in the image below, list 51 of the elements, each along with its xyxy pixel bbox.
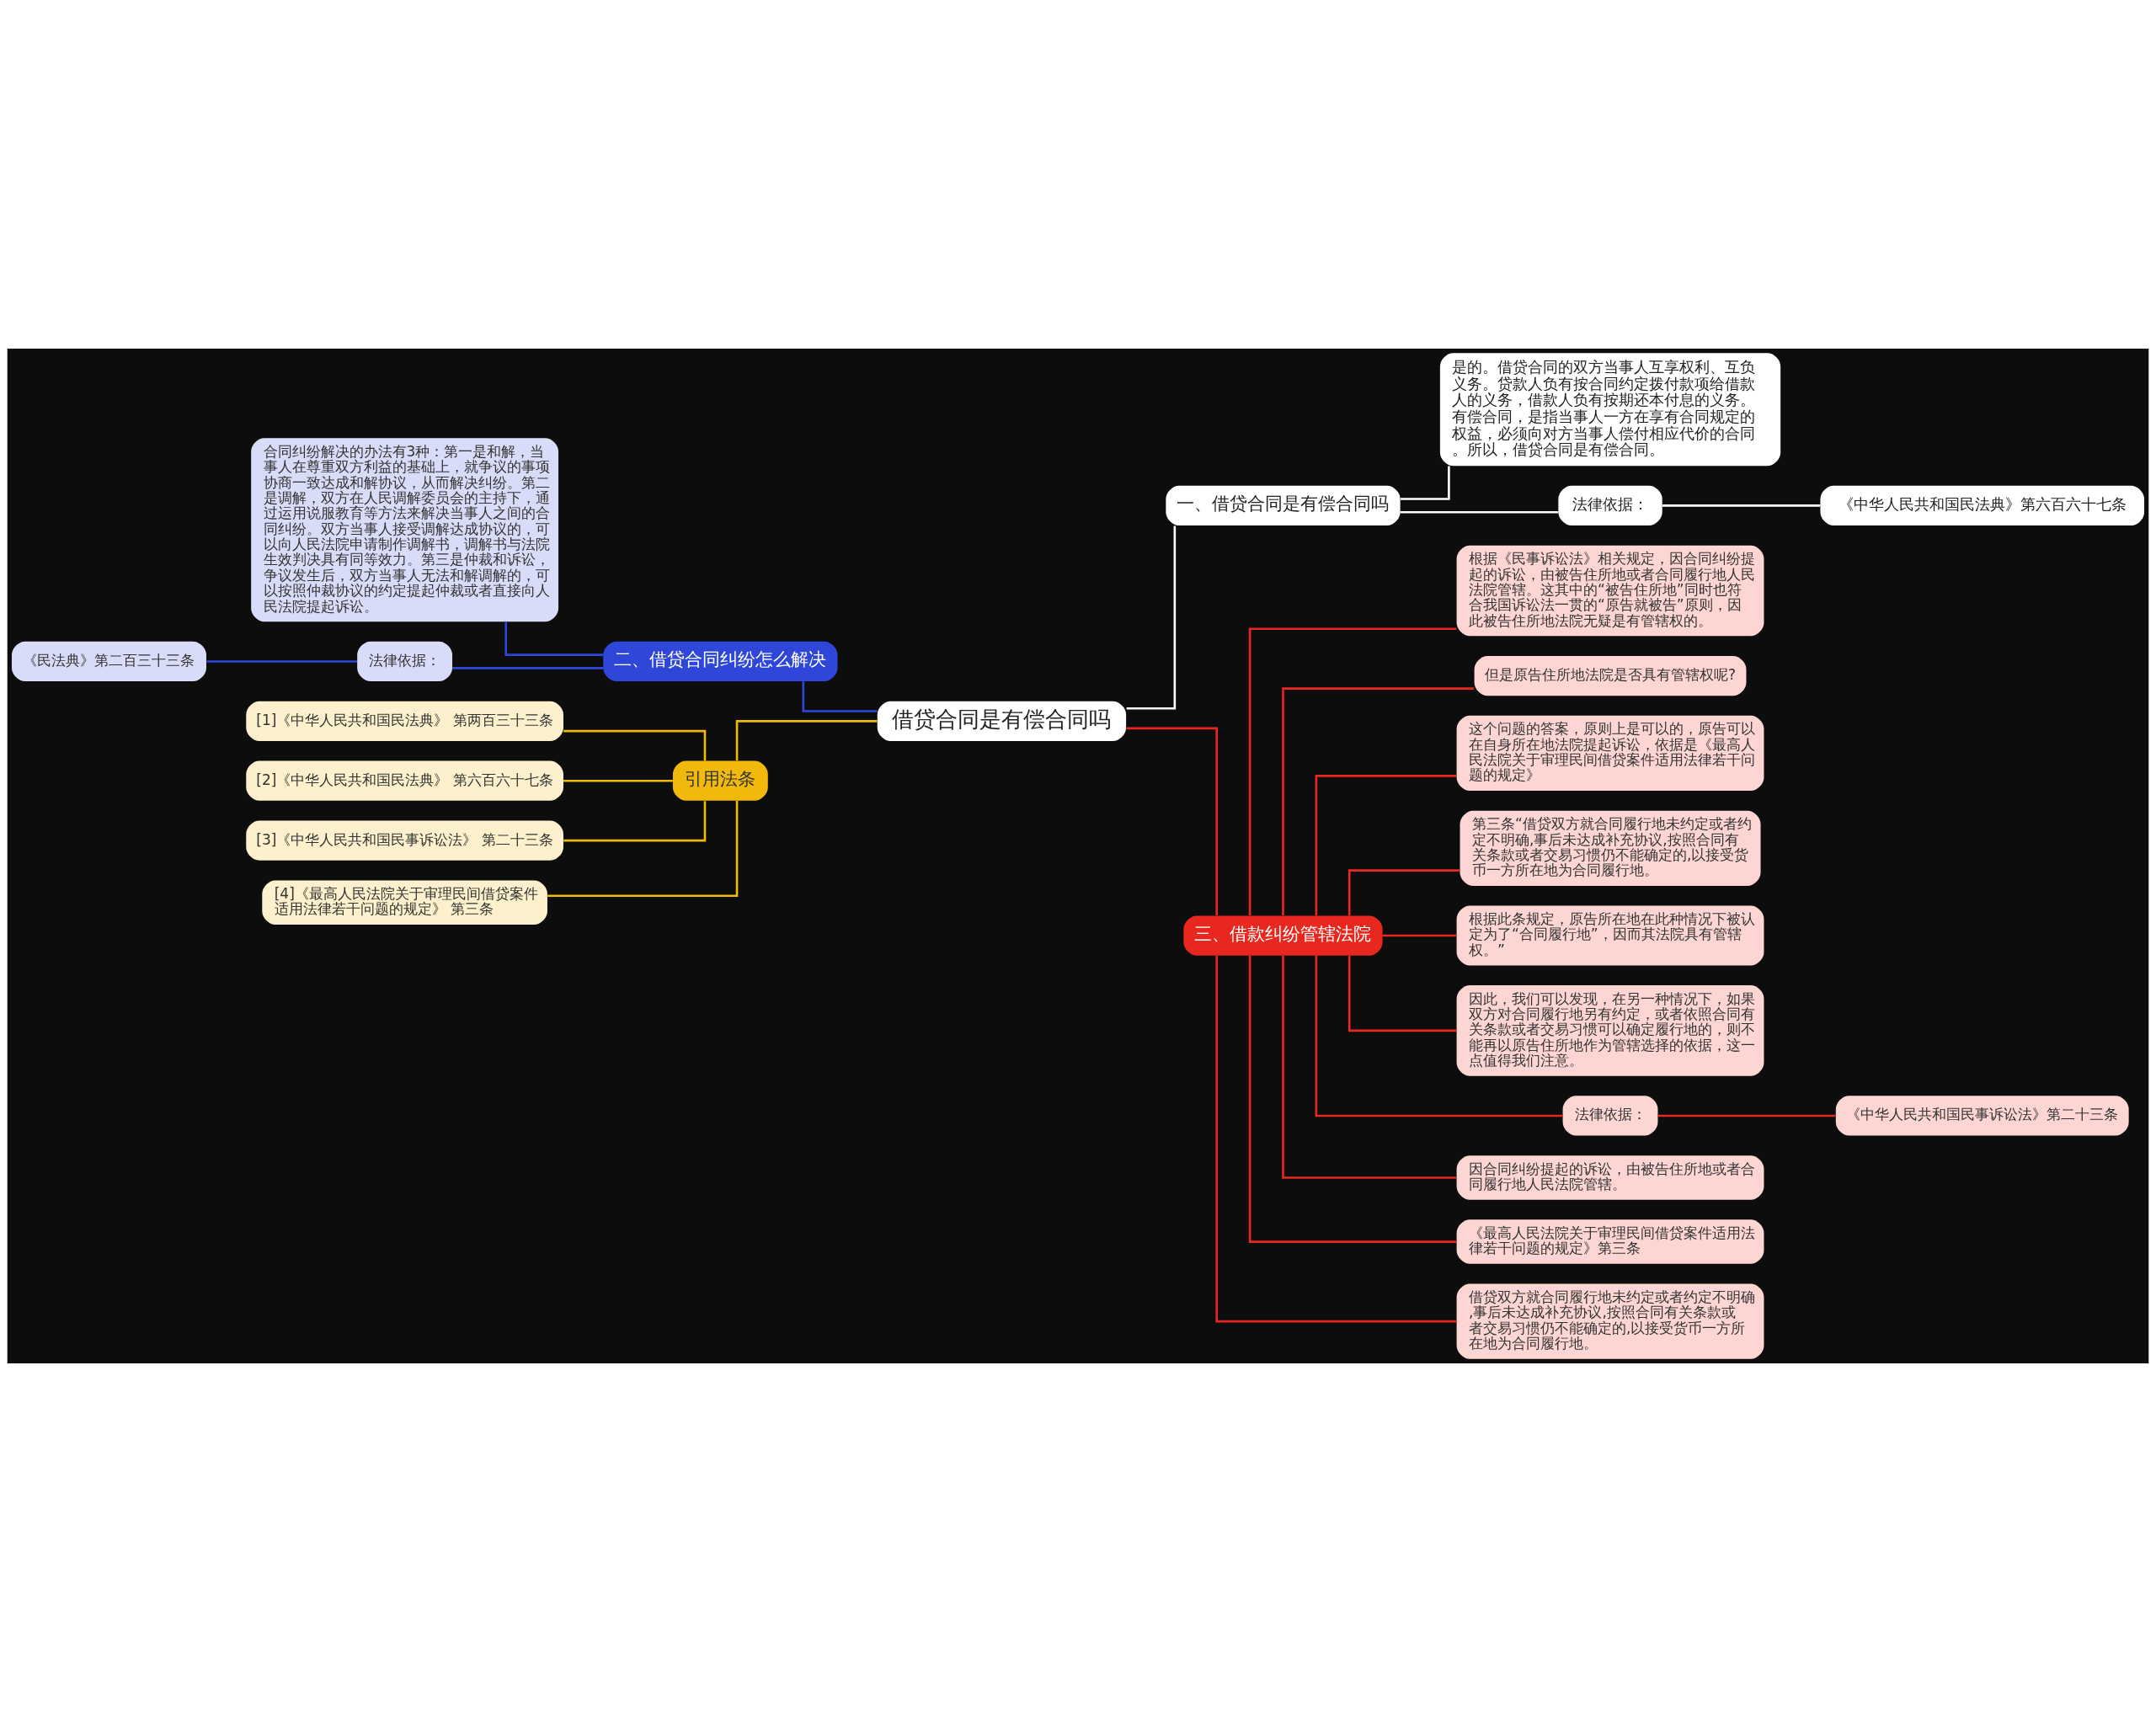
node-box: 二、借贷合同纠纷怎么解决 bbox=[603, 641, 838, 682]
connector bbox=[1248, 627, 1457, 916]
node-box: 法律依据： bbox=[1562, 1096, 1658, 1136]
node-box: 引用法条 bbox=[672, 760, 768, 801]
connector bbox=[1248, 955, 1457, 1243]
node-box: 因合同纠纷提起的诉讼，由被告住所地或者合同履行地人民法院管辖。 bbox=[1456, 1155, 1764, 1200]
node-box: 借贷双方就合同履行地未约定或者约定不明确,事后未达成补充协议,按照合同有关条款或者交易习惯仍不能确定的,以接受货币一方所在地为合同履行地。 bbox=[1456, 1283, 1764, 1359]
connector bbox=[563, 801, 707, 842]
node-box: 合同纠纷解决的办法有3种：第一是和解，当事人在尊重双方利益的基础上，就争议的事项协商一致达成和解协议，从而解决纠纷。第二是调解，双方在人民调解委员会的主持下，通过运用说服教育等方法来解决当事人之间的合同纠纷。双方当事人接受调解达成协议的，可以向人民法院申请制作调解书，调解书与法院生效判决具有同等效力。第三是仲裁和诉讼，争议发生后，双方当事人无法和解调解的，可以按照仲裁协议的约定提起仲裁或者直接向人民法院提起诉讼。 bbox=[251, 438, 559, 622]
connector bbox=[206, 660, 357, 663]
connector bbox=[1348, 955, 1457, 1032]
node-box: 《最高人民法院关于审理民间借贷案件适用法律若干问题的规定》第三条 bbox=[1456, 1219, 1764, 1264]
connector bbox=[1126, 727, 1219, 915]
node-box: 但是原告住所地法院是否具有管辖权呢? bbox=[1474, 655, 1747, 696]
connector bbox=[563, 779, 673, 782]
node-box: 是的。借贷合同的双方当事人互享权利、互负义务。贷款人负有按合同约定拨付款项给借款人的义务，借款人负有按期还本付息的义务。有偿合同，是指当事人一方在享有合同规定的权益，必须向对方当事人偿付相应代价的合同。所以，借贷合同是有偿合同。 bbox=[1439, 353, 1781, 467]
node-box: [1]《中华人民共和国民法典》 第两百三十三条 bbox=[246, 701, 563, 741]
node-box: 根据此条规定，原告所在地在此种情况下被认定为了“合同履行地”，因而其法院具有管辖权。” bbox=[1456, 905, 1764, 966]
connector bbox=[1662, 504, 1821, 507]
node-box: 法律依据： bbox=[357, 641, 453, 682]
connector bbox=[1657, 1114, 1836, 1117]
node-box: [4]《最高人民法院关于审理民间借贷案件适用法律若干问题的规定》 第三条 bbox=[262, 880, 547, 925]
node-box: 三、借款纠纷管辖法院 bbox=[1183, 915, 1383, 956]
node-box: 《中华人民共和国民事诉讼法》第二十三条 bbox=[1835, 1096, 2129, 1136]
node-box: 因此，我们可以发现，在另一种情况下，如果双方对合同履行地另有约定，或者依照合同有关条款或者交易习惯可以确定履行地的，则不能再以原告住所地作为管辖选择的依据，这一点值得我们注意。 bbox=[1456, 985, 1764, 1076]
node-box: 借贷合同是有偿合同吗 bbox=[877, 701, 1127, 741]
connector bbox=[1126, 525, 1177, 710]
connector bbox=[735, 720, 878, 761]
connector bbox=[1400, 466, 1450, 500]
node-box: 《民法典》第二百三十三条 bbox=[11, 641, 206, 682]
connector bbox=[1315, 955, 1563, 1117]
connector bbox=[452, 667, 604, 669]
connector bbox=[1215, 956, 1457, 1323]
connector bbox=[1382, 934, 1457, 937]
connector bbox=[547, 801, 739, 898]
connector bbox=[1282, 687, 1475, 915]
node-box: [3]《中华人民共和国民事诉讼法》 第二十三条 bbox=[246, 820, 563, 861]
node-box: [2]《中华人民共和国民法典》 第六百六十七条 bbox=[246, 760, 563, 801]
node-box: 这个问题的答案，原则上是可以的，原告可以在自身所在地法院提起诉讼，依据是《最高人民法院关于审理民间借贷案件适用法律若干问题的规定》 bbox=[1456, 715, 1764, 792]
connector bbox=[1282, 956, 1457, 1179]
connector bbox=[1315, 775, 1457, 916]
node-box: 一、借贷合同是有偿合同吗 bbox=[1166, 485, 1401, 525]
node-box: 《中华人民共和国民法典》第六百六十七条 bbox=[1820, 485, 2145, 525]
connector bbox=[1400, 510, 1559, 514]
connector bbox=[1348, 869, 1460, 916]
node-box: 第三条“借贷双方就合同履行地未约定或者约定不明确,事后未达成补充协议,按照合同有关条款或者交易习惯仍不能确定的,以接受货币一方所在地为合同履行地。 bbox=[1460, 810, 1761, 886]
node-box: 根据《民事诉讼法》相关规定，因合同纠纷提起的诉讼，由被告住所地或者合同履行地人民法院管辖。这其中的“被告住所地”同时也符合我国诉讼法一贯的“原告就被告”原则，因此被告住所地法院无疑是有管辖权的。 bbox=[1456, 545, 1764, 637]
connector bbox=[563, 729, 707, 761]
node-box: 法律依据： bbox=[1558, 485, 1662, 525]
connector bbox=[802, 681, 878, 712]
connector bbox=[504, 621, 604, 656]
